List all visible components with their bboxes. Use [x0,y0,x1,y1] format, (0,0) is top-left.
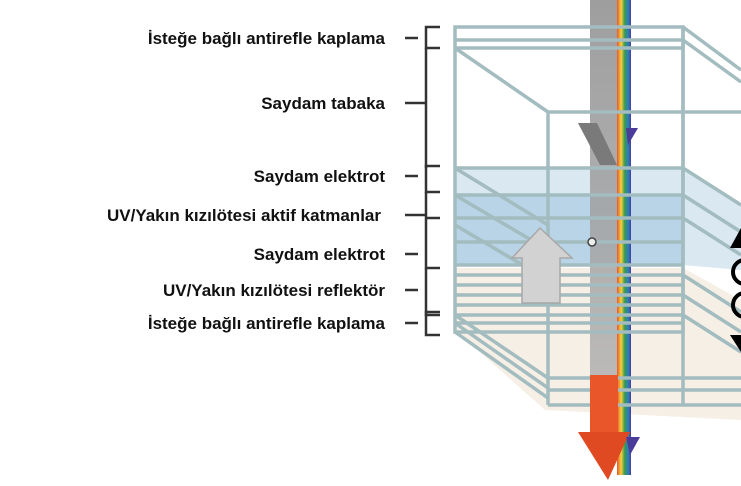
plus-circle-icon [731,291,741,319]
electrode-symbols [730,228,741,352]
incident-light-beam [578,0,638,475]
label-reflector: UV/Yakın kızılötesi reflektör [163,281,385,300]
label-transparent-substrate: Saydam tabaka [261,94,385,113]
layer-brackets [405,25,440,337]
label-transparent-electrode-top: Saydam elektrot [254,167,386,186]
label-antireflection-bottom: İsteğe bağlı antirefle kaplama [148,314,386,333]
layer-labels: İsteğe bağlı antirefle kaplama Saydam ta… [107,29,386,333]
layer-frame [453,25,741,407]
label-transparent-electrode-bottom: Saydam elektrot [254,245,386,264]
label-antireflection-top: İsteğe bağlı antirefle kaplama [148,29,386,48]
cursor-marker-icon [587,237,597,247]
minus-circle-icon [731,258,741,286]
transmitted-light-arrow [578,375,640,480]
label-active-layers: UV/Yakın kızılötesi aktif katmanlar [107,206,381,225]
reflected-light-arrow [510,226,574,304]
up-triangle-icon [730,228,741,248]
down-triangle-icon [730,335,741,352]
